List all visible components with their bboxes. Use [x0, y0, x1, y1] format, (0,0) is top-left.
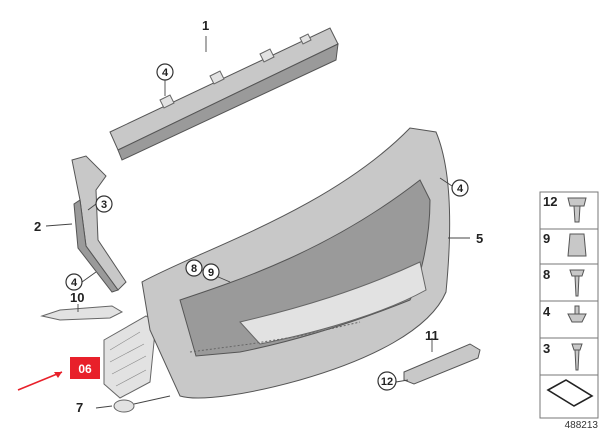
- highlight-arrow: [17, 371, 63, 391]
- leader-lines: [45, 36, 470, 409]
- svg-text:9: 9: [208, 267, 214, 279]
- reference-number: 488213: [565, 420, 599, 431]
- part-10-strip: [40, 305, 124, 321]
- callout-7: 7: [76, 400, 83, 415]
- svg-text:3: 3: [101, 199, 107, 211]
- callout-9: 9: [202, 263, 220, 281]
- callout-2: 2: [34, 219, 41, 234]
- part-7-grommet: [113, 395, 171, 413]
- callout-5: 5: [476, 231, 483, 246]
- panel-item-8: 8: [543, 267, 550, 282]
- callout-1: 1: [202, 18, 209, 33]
- part-2-left-trim: [71, 155, 127, 293]
- svg-text:12: 12: [381, 376, 393, 388]
- callout-10: 10: [70, 290, 84, 305]
- callout-4-right: 4: [451, 179, 469, 197]
- callout-3: 3: [95, 195, 113, 213]
- fastener-panel: 12 9 8 4 3: [539, 191, 599, 419]
- svg-text:4: 4: [162, 67, 169, 79]
- svg-text:4: 4: [457, 183, 464, 195]
- panel-item-4: 4: [543, 304, 551, 319]
- panel-item-12: 12: [543, 194, 557, 209]
- callout-4-left: 4: [65, 273, 83, 291]
- part-06-side-panel: [103, 315, 157, 399]
- part-11-bracket: [403, 343, 481, 385]
- part-5-tailgate-trim: [141, 127, 451, 399]
- panel-item-3: 3: [543, 341, 550, 356]
- panel-item-9: 9: [543, 231, 550, 246]
- svg-text:06: 06: [78, 362, 92, 376]
- svg-text:4: 4: [71, 277, 78, 289]
- callout-4-top: 4: [156, 63, 174, 81]
- callout-11: 11: [425, 328, 439, 343]
- callout-12: 12: [377, 371, 397, 391]
- callout-8: 8: [185, 259, 203, 277]
- svg-text:8: 8: [191, 263, 197, 275]
- highlight-badge-06: 06: [70, 357, 100, 379]
- part-1-upper-trim: [109, 27, 339, 161]
